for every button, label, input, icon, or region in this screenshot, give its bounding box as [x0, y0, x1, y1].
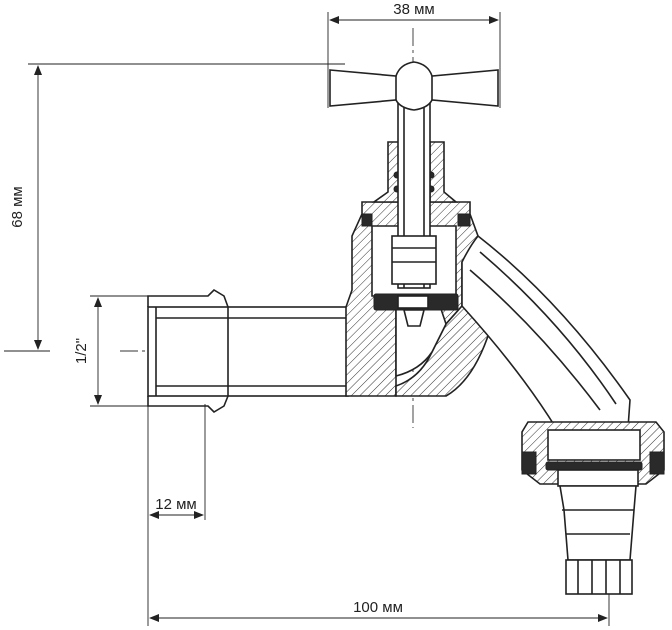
spindle	[373, 87, 459, 327]
dimension-12mm: 12 мм	[147, 404, 206, 626]
hose-connector	[521, 421, 665, 595]
dimension-label-100mm: 100 мм	[353, 599, 403, 616]
dimension-label-12mm: 12 мм	[155, 496, 196, 513]
dimension-thread-half-inch: 1/2"	[73, 295, 150, 407]
gland-seal-left	[361, 213, 373, 227]
spout	[461, 234, 631, 429]
dimension-label-thread: 1/2"	[73, 338, 90, 364]
dimension-38mm: 38 мм	[327, 1, 501, 108]
dimension-label-38mm: 38 мм	[393, 1, 434, 18]
inlet-pipe	[147, 288, 349, 414]
dimension-68mm: 68 мм	[4, 63, 345, 352]
dimension-label-68mm: 68 мм	[9, 186, 26, 227]
gland-seal-right	[457, 213, 471, 227]
dimension-100mm: 100 мм	[149, 592, 610, 626]
cross-handle	[329, 61, 499, 111]
